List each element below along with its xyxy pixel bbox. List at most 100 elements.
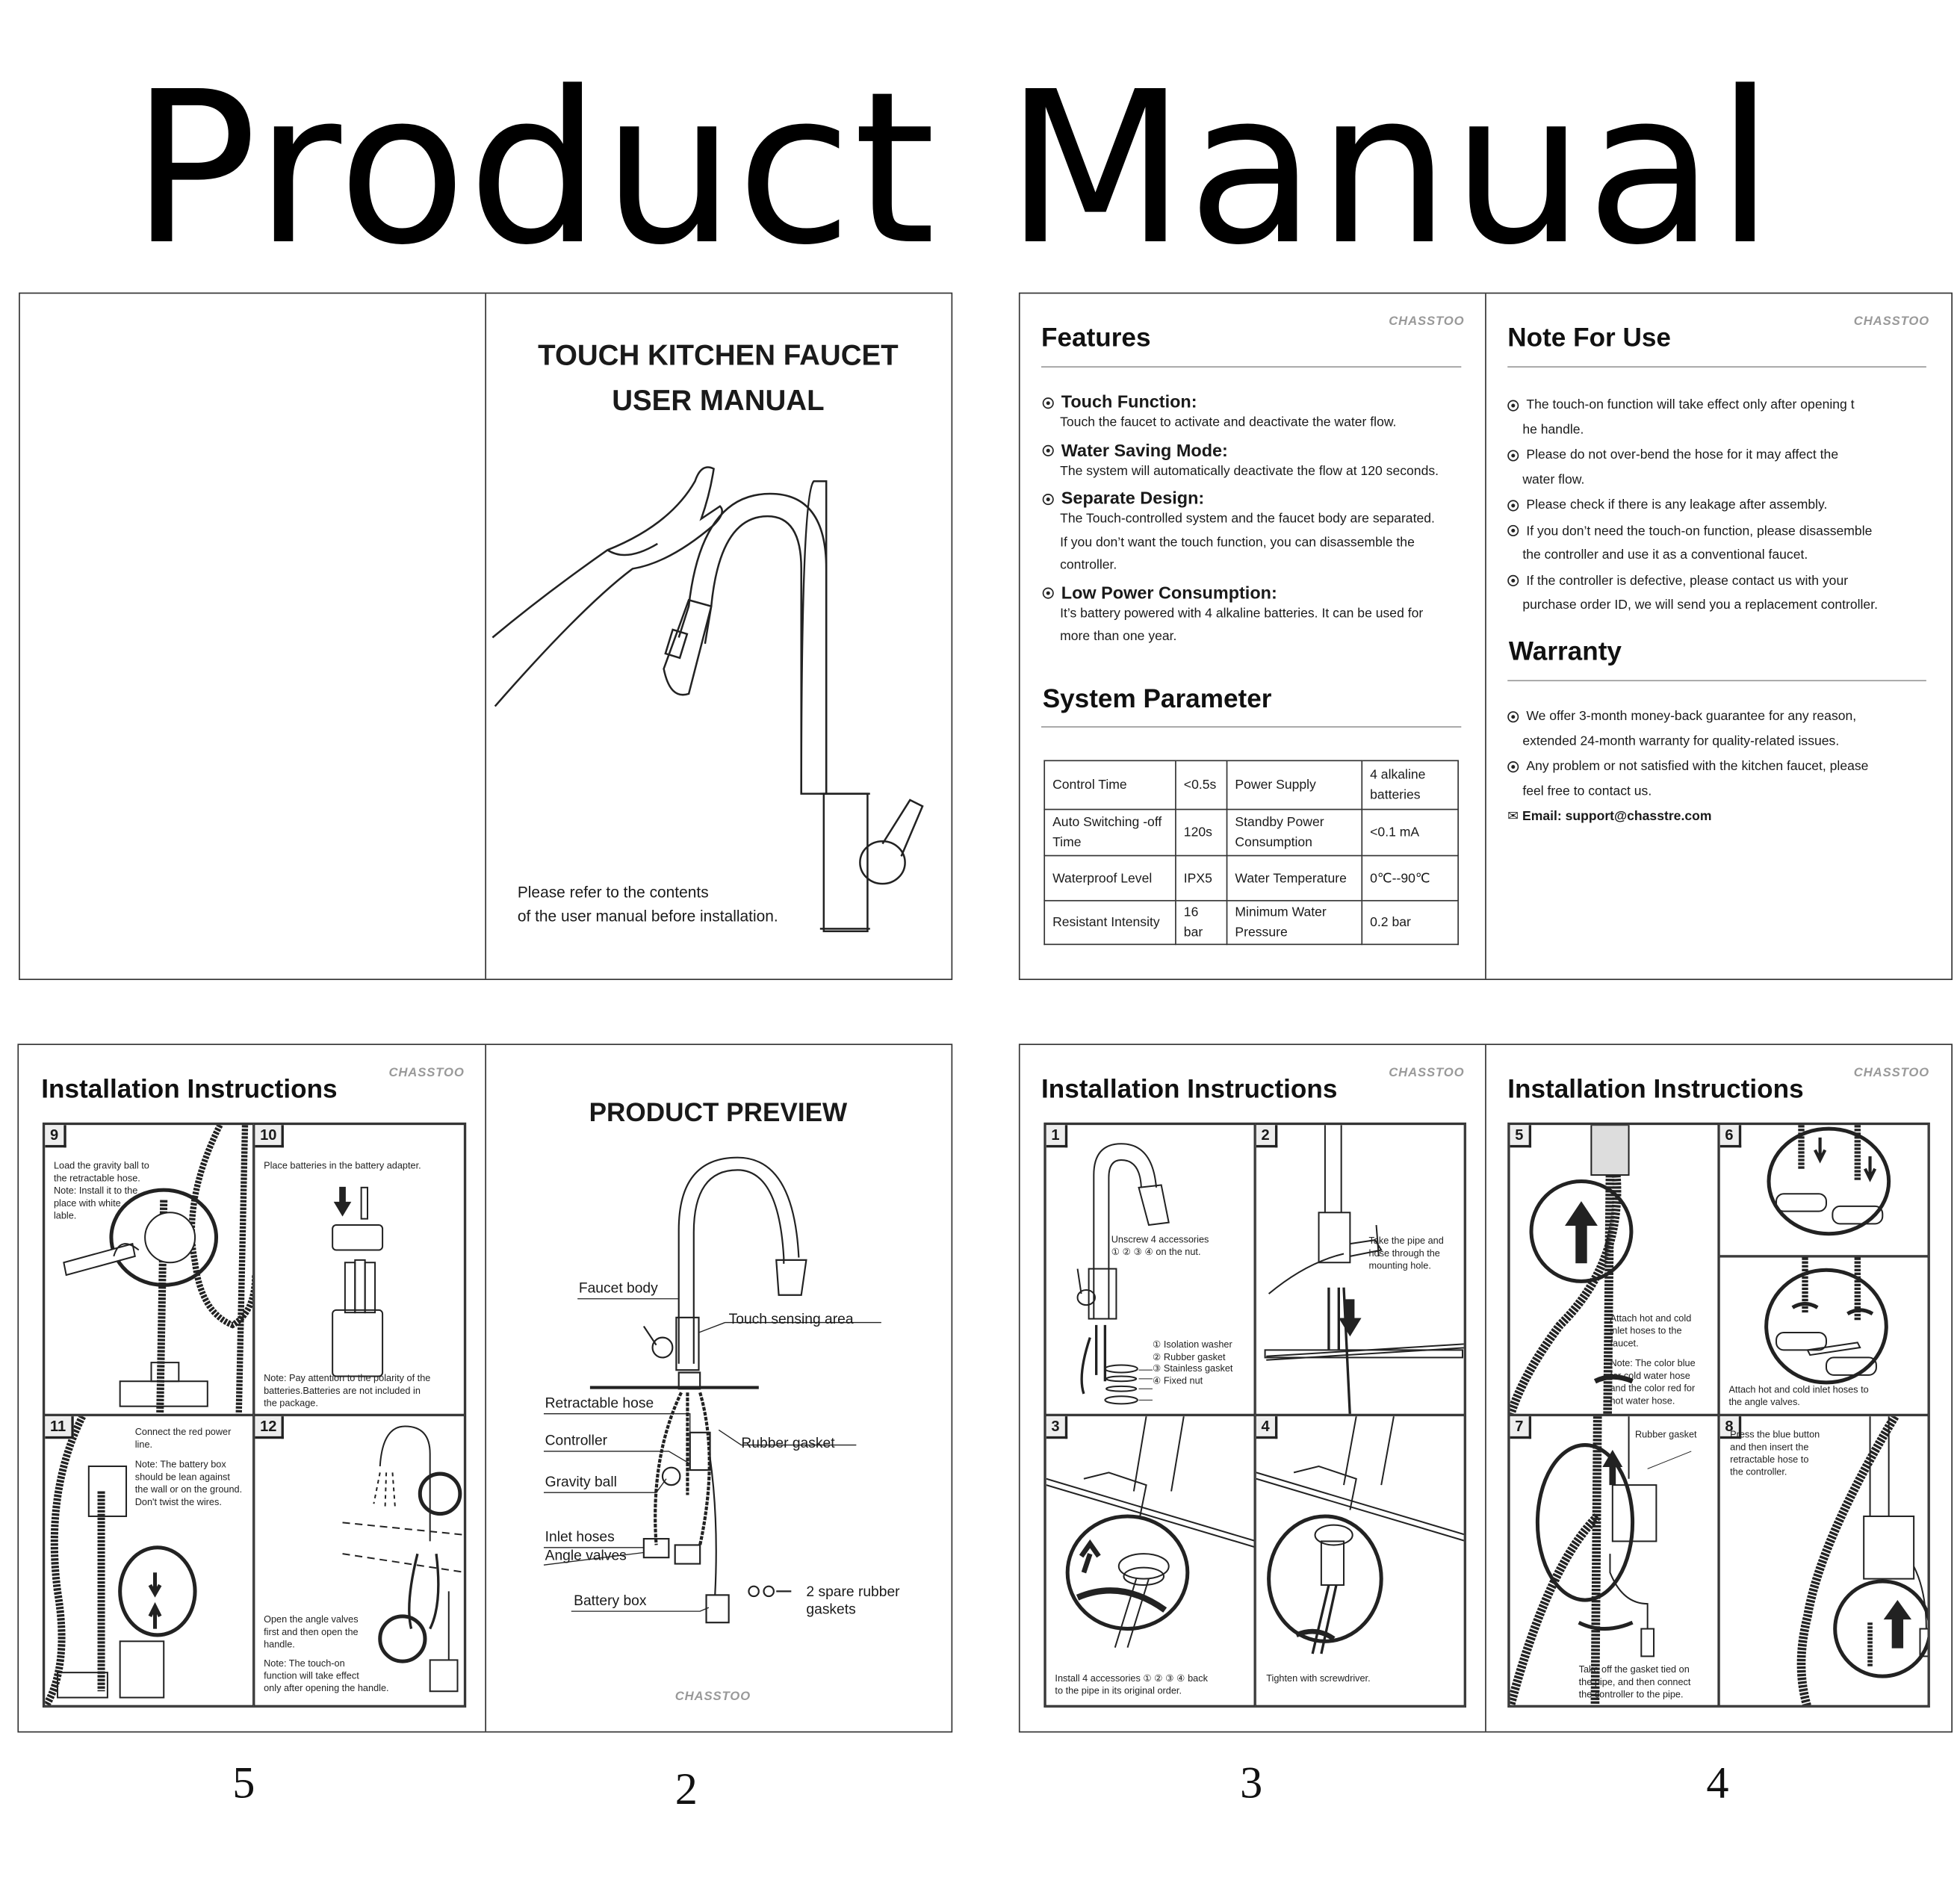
- step-number: 12: [255, 1416, 285, 1439]
- step-text: Unscrew 4 accessories ① ② ③ ④ on the nut…: [1111, 1233, 1209, 1258]
- bullet-icon: [1042, 397, 1054, 409]
- angle-valves-wrench-illustration: [1764, 1257, 1888, 1385]
- step-8: 8 Press the blue button and then insert …: [1719, 1415, 1929, 1707]
- bullet-icon: [1507, 710, 1519, 722]
- mounting-hole-illustration: [1264, 1125, 1464, 1414]
- label-battery-box: Battery box: [574, 1593, 647, 1609]
- retractable-hose-insert-illustration: [1796, 1416, 1928, 1705]
- title-rule: [1041, 366, 1462, 368]
- label-rubber-gasket: Rubber gasket: [741, 1436, 835, 1451]
- sheet-install-steps: CHASSTOO Installation Instructions CHASS…: [1018, 1043, 1953, 1733]
- note-text: If the controller is defective, please c…: [1522, 573, 1878, 613]
- part-item: ③ Stainless gasket: [1152, 1362, 1233, 1374]
- step-note: Note: The color blue for cold water hose…: [1610, 1357, 1696, 1407]
- warranty-text: Any problem or not satisfied with the ki…: [1522, 758, 1869, 798]
- cover-heading-line2: USER MANUAL: [612, 383, 825, 417]
- note-item: If the controller is defective, please c…: [1507, 569, 1938, 618]
- system-parameter-title: System Parameter: [1042, 685, 1272, 714]
- feature-title: Separate Design:: [1061, 487, 1205, 508]
- table-row: Auto Switching -off Time 120s Standby Po…: [1043, 808, 1459, 857]
- step-10: 10 Place batteries in the battery adapte…: [253, 1123, 465, 1415]
- note-for-use-title: Note For Use: [1507, 323, 1671, 353]
- param-value: IPX5: [1175, 855, 1228, 902]
- brand-logo: CHASSTOO: [1389, 1066, 1465, 1080]
- bullet-icon: [1042, 493, 1054, 505]
- step-note: Note: The battery box should be lean aga…: [134, 1458, 243, 1508]
- step-number: 10: [255, 1125, 285, 1148]
- power-line-illustration: [45, 1416, 197, 1705]
- step-6b: Attach hot and cold inlet hoses to the a…: [1719, 1256, 1929, 1415]
- step-4: 4 Tighten with screwdriver.: [1255, 1415, 1466, 1707]
- support-email-link[interactable]: Email: support@chasstre.com: [1522, 808, 1712, 824]
- step-number: 6: [1719, 1125, 1741, 1148]
- step-2: 2 Take the pipe and hose through the mou…: [1255, 1123, 1466, 1415]
- step-number: 2: [1256, 1125, 1277, 1148]
- bullet-icon: [1042, 588, 1054, 600]
- bullet-icon: [1507, 760, 1519, 772]
- steps-grid: 9 Load the gravity ball to the retractab…: [42, 1122, 467, 1708]
- feature-text: The Touch-controlled system and the fauc…: [1060, 511, 1435, 573]
- bullet-icon: [1507, 525, 1519, 537]
- param-label: Power Supply: [1226, 760, 1363, 810]
- param-value: <0.1 mA: [1361, 808, 1459, 857]
- installation-title: Installation Instructions: [41, 1075, 338, 1104]
- step-number: 5: [1510, 1125, 1531, 1148]
- steps-grid: 5 Attach hot and cold inlet hoses to the…: [1507, 1122, 1930, 1708]
- faucet-accessories-illustration: [1076, 1143, 1170, 1405]
- step-number: 4: [1256, 1416, 1277, 1439]
- step-number: 7: [1510, 1416, 1531, 1439]
- step-text: Tighten with screwdriver.: [1266, 1672, 1371, 1684]
- label-touch-sensing-area: Touch sensing area: [728, 1312, 854, 1328]
- inlet-hoses-faucet-illustration: [1510, 1125, 1634, 1414]
- step-7: 7 Rubber gasket Take off the gasket tied…: [1508, 1415, 1719, 1707]
- feature-title: Touch Function:: [1061, 391, 1197, 412]
- bullet-icon: [1507, 575, 1519, 587]
- label-spare-gaskets: 2 spare rubber gaskets: [806, 1584, 900, 1618]
- sheet-install-preview: CHASSTOO Installation Instructions 9 Loa…: [17, 1043, 953, 1733]
- page-title: Product Manual: [131, 46, 1776, 291]
- note-text: If you don’t need the touch-on function,…: [1522, 523, 1873, 563]
- step-text: Take the pipe and hose through the mount…: [1368, 1235, 1444, 1271]
- warranty-title: Warranty: [1508, 637, 1622, 666]
- sheet-features: CHASSTOO Features Touch Function: Touch …: [1018, 292, 1953, 981]
- param-label: Auto Switching -off Time: [1043, 808, 1176, 857]
- param-value: 16 bar: [1175, 899, 1228, 946]
- table-row: Control Time <0.5s Power Supply 4 alkali…: [1043, 760, 1459, 810]
- table-row: Resistant Intensity 16 bar Minimum Water…: [1043, 899, 1459, 946]
- gravity-ball-illustration: [63, 1125, 253, 1414]
- warranty-item: We offer 3-month money-back guarantee fo…: [1507, 705, 1938, 754]
- steps-grid: 1 Unscrew 4 accessories ① ② ③ ④ on the n…: [1043, 1122, 1467, 1708]
- param-label: Waterproof Level: [1043, 855, 1176, 902]
- step-text: Attach hot and cold inlet hoses to the f…: [1610, 1312, 1692, 1349]
- bullet-icon: [1507, 499, 1519, 511]
- note-item: If you don’t need the touch-on function,…: [1507, 519, 1938, 568]
- note-item: The touch-on function will take effect o…: [1507, 394, 1938, 442]
- fold-line: [1485, 294, 1486, 979]
- feature-text: Touch the faucet to activate and deactiv…: [1060, 415, 1397, 430]
- part-item: ② Rubber gasket: [1152, 1350, 1226, 1362]
- features-title: Features: [1041, 323, 1151, 353]
- label-retractable-hose: Retractable hose: [545, 1396, 654, 1412]
- step-text: Install 4 accessories ① ② ③ ④ back to th…: [1055, 1672, 1208, 1696]
- features-list: Touch Function: Touch the faucet to acti…: [1042, 391, 1474, 648]
- step-3: 3 Install 4 accessories ① ② ③ ④ back to …: [1045, 1415, 1256, 1707]
- step-number: 3: [1046, 1416, 1067, 1439]
- page-number: 5: [232, 1757, 255, 1808]
- param-label: Minimum Water Pressure: [1226, 899, 1363, 946]
- label-faucet-body: Faucet body: [578, 1281, 658, 1297]
- page-number: 2: [674, 1764, 698, 1814]
- param-label: Standby Power Consumption: [1226, 808, 1363, 857]
- title-rule: [1041, 726, 1462, 728]
- label-gravity-ball: Gravity ball: [545, 1474, 617, 1490]
- step-text: Press the blue button and then insert th…: [1730, 1428, 1820, 1478]
- bullet-icon: [1042, 445, 1054, 457]
- page-number: 3: [1240, 1757, 1263, 1808]
- step-9: 9 Load the gravity ball to the retractab…: [43, 1123, 254, 1415]
- feature-title: Low Power Consumption:: [1061, 582, 1277, 602]
- feature-item: Low Power Consumption: It’s battery powe…: [1042, 582, 1474, 648]
- page-number: 4: [1706, 1757, 1729, 1808]
- label-angle-valves: Angle valves: [545, 1548, 627, 1564]
- brand-logo: CHASSTOO: [1389, 314, 1465, 329]
- step-text: Connect the red power line.: [134, 1426, 232, 1451]
- brand-logo: CHASSTOO: [388, 1066, 465, 1080]
